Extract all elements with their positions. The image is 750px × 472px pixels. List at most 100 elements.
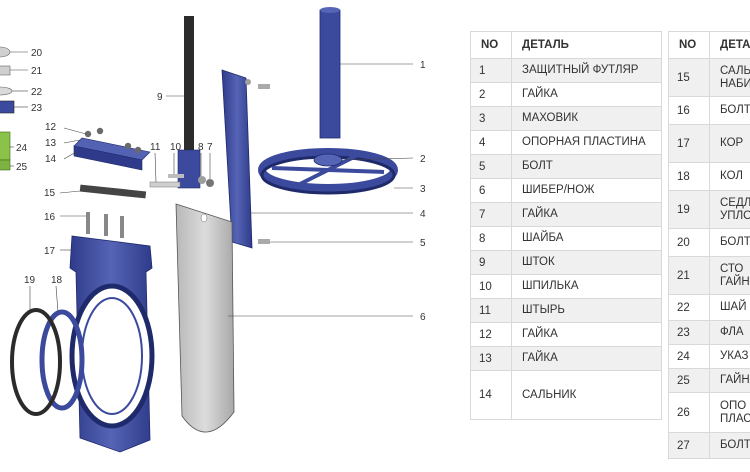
part-name-line2: ПЛАС <box>720 412 750 425</box>
part-number: 7 <box>470 202 512 227</box>
part-name: ШИБЕР/НОЖ <box>511 178 662 203</box>
callout-label: 3 <box>420 184 426 195</box>
callout-label: 12 <box>45 122 57 133</box>
column-header-no: NO <box>470 31 512 59</box>
part-name-line1: ГАЙН <box>720 374 750 386</box>
washer-8-part <box>198 176 206 184</box>
table-row: 22 ШАЙ <box>668 294 750 321</box>
handwheel-3-part <box>258 148 398 195</box>
leader-lines <box>10 51 414 317</box>
nut-25-part <box>0 159 11 171</box>
callout-label: 13 <box>45 138 57 149</box>
washer-22-part <box>0 86 13 96</box>
callout-label: 9 <box>157 92 163 103</box>
part-name-line1: КОР <box>720 137 744 149</box>
nut-21-part <box>0 65 11 76</box>
callout-label: 14 <box>45 154 57 165</box>
callout-label: 22 <box>31 87 43 98</box>
part-number: 8 <box>470 226 512 251</box>
part-number: 2 <box>470 82 512 107</box>
valve-body-17-part <box>69 235 155 453</box>
part-name: ГАЙН <box>709 368 750 393</box>
part-name: БОЛТ <box>709 96 750 125</box>
part-name: ФЛА <box>709 320 750 345</box>
part-name: ШАЙБА <box>511 226 662 251</box>
callout-label: 24 <box>16 143 28 154</box>
part-name: ОПОРНАЯ ПЛАСТИНА <box>511 130 662 155</box>
table-row: 16 БОЛТ <box>668 96 750 125</box>
part-number: 22 <box>668 294 710 321</box>
part-number: 16 <box>668 96 710 125</box>
part-number: 9 <box>470 250 512 275</box>
callout-label: 18 <box>51 275 63 286</box>
part-number: 18 <box>668 162 710 191</box>
part-number: 5 <box>470 154 512 179</box>
gland-14-part <box>73 127 151 171</box>
part-name: ШТЫРЬ <box>511 298 662 323</box>
callout-label: 4 <box>420 209 426 220</box>
part-number: 20 <box>668 228 710 257</box>
part-name-line1: БОЛТ <box>720 104 750 116</box>
exploded-valve-diagram: 20 21 22 23 24 25 12 13 14 15 16 17 19 1… <box>0 7 426 453</box>
callout-label: 16 <box>44 212 56 223</box>
table-row: 17 КОР <box>668 124 750 163</box>
callout-label: 20 <box>31 48 43 59</box>
part-name: УКАЗ <box>709 344 750 369</box>
part-number: 12 <box>470 322 512 347</box>
part-name-line1: СТО <box>720 262 744 275</box>
callout-label: 1 <box>420 60 426 71</box>
column-header-part: ДЕТАЛЬ <box>709 31 750 59</box>
pin-11-part <box>149 181 181 188</box>
part-number: 17 <box>668 124 710 163</box>
callout-label: 6 <box>420 312 426 323</box>
part-name: МАХОВИК <box>511 106 662 131</box>
protective-tube-1-part <box>319 9 341 139</box>
callout-label: 5 <box>420 238 426 249</box>
part-number: 19 <box>668 190 710 229</box>
part-number: 24 <box>668 344 710 369</box>
part-name-line1: ШАЙ <box>720 301 747 313</box>
table-row: 25 ГАЙН <box>668 368 750 393</box>
indicator-24-part <box>0 131 11 161</box>
part-name-line1: ФЛА <box>720 326 744 338</box>
nut-2-part <box>313 153 343 167</box>
part-name-line1: ОПО <box>720 399 747 412</box>
callout-label: 11 <box>150 142 161 153</box>
part-number: 13 <box>470 346 512 371</box>
part-name-line1: СЕДЛ <box>720 196 750 209</box>
part-name: БОЛТ <box>511 154 662 179</box>
part-number: 26 <box>668 392 710 433</box>
part-number: 6 <box>470 178 512 203</box>
part-number: 25 <box>668 368 710 393</box>
callout-label: 17 <box>44 246 56 257</box>
part-name: ГАЙКА <box>511 322 662 347</box>
part-name-line2: ГАЙН <box>720 275 750 288</box>
part-number: 21 <box>668 256 710 295</box>
part-number: 10 <box>470 274 512 299</box>
callout-label: 2 <box>420 154 426 165</box>
seal-19-part <box>10 308 62 416</box>
callout-label: 10 <box>170 142 182 153</box>
flange-23-part <box>0 100 15 114</box>
column-header-no: NO <box>668 31 710 59</box>
callout-label: 19 <box>24 275 36 286</box>
